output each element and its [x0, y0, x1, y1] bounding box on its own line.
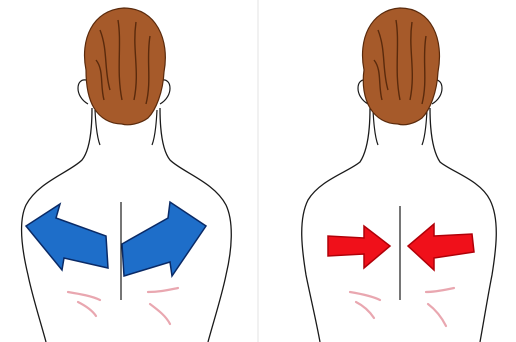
left-inward-arrow — [328, 226, 390, 268]
back-figure-left — [0, 0, 258, 342]
back-figure-right — [258, 0, 516, 342]
right-outward-arrow — [122, 202, 206, 276]
muscle-marks — [350, 288, 454, 326]
right-inward-arrow — [408, 224, 474, 270]
hair — [363, 8, 440, 125]
muscle-marks — [68, 288, 178, 324]
panel-right-shoulder-retraction — [258, 0, 516, 342]
hair — [85, 8, 166, 125]
panel-left-shoulder-protraction — [0, 0, 258, 342]
torso-outline — [302, 108, 497, 342]
left-outward-arrow — [26, 204, 108, 270]
